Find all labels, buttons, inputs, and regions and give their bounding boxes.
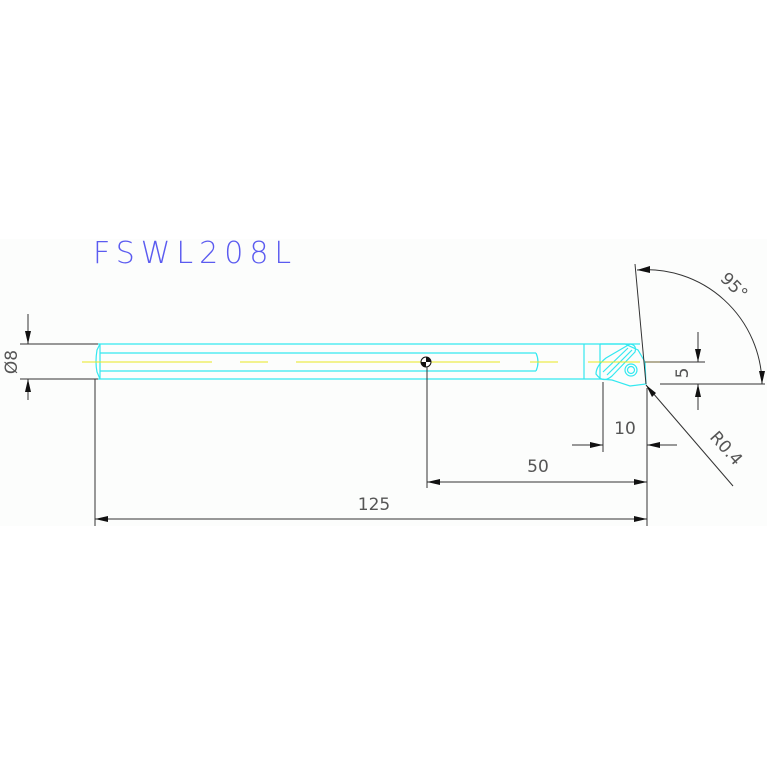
head-offset-dimension: 10	[572, 382, 677, 452]
diameter-label: Ø8	[2, 350, 22, 374]
overall-length-dimension: 125	[94, 379, 648, 526]
tool-shank	[95, 343, 640, 380]
gauge-length-dimension: 50	[426, 367, 647, 488]
corner-radius-dimension: R0.4	[645, 384, 746, 487]
drawing-background	[0, 239, 767, 526]
balance-point-marker	[420, 356, 432, 368]
angle-dimension: 95°	[634, 263, 765, 385]
diameter-dimension: Ø8	[2, 314, 98, 400]
tool-head-insert	[595, 343, 647, 387]
tip-height-label: 5	[673, 368, 693, 379]
corner-radius-label: R0.4	[705, 428, 746, 470]
head-offset-label: 10	[614, 419, 636, 439]
gauge-length-label: 50	[527, 457, 549, 477]
part-number-title: FSWL208L	[93, 236, 297, 271]
tip-height-dimension: 5	[660, 332, 765, 410]
overall-length-label: 125	[358, 495, 390, 515]
angle-label: 95°	[716, 269, 751, 304]
